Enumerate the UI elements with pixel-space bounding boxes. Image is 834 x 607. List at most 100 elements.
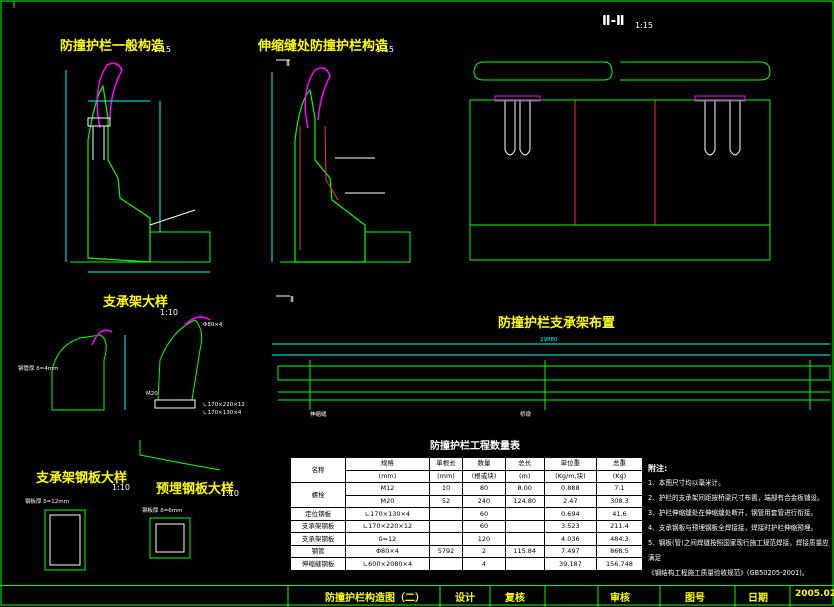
notes-title: 附注:	[648, 464, 668, 473]
section-drawing: Ⅱ-Ⅱ 1:15	[469, 14, 771, 261]
table-cell: 60	[462, 519, 506, 534]
embed-plate-thk: 钢板厚 δ=6mm	[142, 506, 182, 514]
unit-cell: (根或块)	[462, 469, 506, 484]
table-cell	[504, 519, 545, 534]
support-detail-bolt-label: M20	[146, 391, 158, 397]
table-cell: M12	[345, 482, 430, 496]
support-plate-thk: 钢板厚 δ=12mm	[25, 497, 69, 505]
table-cell: 支承架钢板	[289, 532, 347, 546]
expansion-steel-plate	[299, 125, 339, 250]
table-cell: 7.497	[543, 544, 597, 559]
audit-label: 审核	[610, 593, 630, 604]
table-cell: M20	[345, 494, 430, 509]
general-anchor-plate	[87, 117, 111, 127]
table-cell: 0.888	[543, 482, 597, 496]
layout-title: 防撞护栏支承架布置	[498, 315, 615, 331]
support-detail-angle2-label: ∟170×130×4	[203, 410, 242, 416]
table-cell: 868.5	[595, 544, 644, 559]
section-mark-top: Ⅱ	[286, 59, 290, 68]
table-cell: 支承架钢板	[289, 519, 347, 534]
support-detail-base	[154, 399, 196, 409]
general-barrier-body	[87, 84, 151, 263]
table-row: M20 52 240 124.80 2.47 308.3	[291, 494, 644, 509]
expansion-title: 伸缩缝处防撞护栏构造	[257, 38, 389, 54]
support-detail-left-bracket	[51, 334, 107, 411]
embed-plate-drawing: 预埋钢板大样 1:10 钢板厚 δ=6mm	[142, 481, 239, 559]
table-cell: ∟170×220×12	[345, 519, 430, 534]
section-plate-left	[494, 95, 541, 102]
support-detail-ground	[139, 440, 221, 471]
embed-plate-outline	[149, 517, 191, 559]
support-detail-scale: 1:10	[160, 308, 178, 317]
note-item: 5、钢板(管)之间焊缝按照国家现行施工规范焊接，焊接质量应满足	[648, 539, 829, 562]
table-cell: 7.1	[595, 482, 644, 496]
section-slab	[469, 224, 771, 261]
table-row: 定位钢板 ∟170×130×4 60 0.694 41.6	[289, 507, 644, 521]
table-cell: 41.6	[595, 507, 644, 521]
table-cell	[428, 557, 464, 571]
general-scale: 1:15	[153, 45, 171, 54]
table-cell: 115.84	[504, 544, 545, 559]
unit-cell: (Kg)	[595, 469, 644, 484]
table-cell: 4.036	[543, 532, 597, 546]
unit-cell: (mm)	[345, 469, 430, 484]
section-scale: 1:15	[635, 21, 653, 30]
design-label: 设计	[455, 593, 475, 604]
table-cell: Φ80×4	[345, 544, 430, 559]
support-detail-drawing: 支承架大样 1:10 Φ80×4 ∟170×220×12 ∟170×130×4 …	[18, 294, 245, 471]
table-cell: 0.694	[543, 507, 597, 521]
general-construction-drawing: 防撞护栏一般构造 1:15	[60, 38, 211, 273]
drawing-title: 防撞护栏构造图（二）	[325, 593, 425, 604]
support-detail-left-pipe	[91, 329, 113, 346]
unit-cell: (m)	[504, 469, 545, 484]
header-cell: 名称	[289, 456, 347, 484]
support-detail-right-pipe	[184, 316, 211, 326]
expansion-pipe-rail	[304, 67, 331, 129]
table-cell: 伸缩缝钢板	[289, 557, 347, 571]
support-plate-drawing: 支承架钢板大样 1:10 钢板厚 δ=12mm	[25, 470, 130, 571]
table-cell	[428, 532, 464, 546]
table-cell: 124.80	[504, 494, 545, 509]
table-cell: 156.748	[595, 557, 644, 571]
table-cell: 2.47	[543, 494, 597, 509]
general-pipe-rail	[96, 62, 123, 129]
table-cell: 211.4	[595, 519, 644, 534]
header-cell: 单根长	[428, 457, 464, 471]
table-cell: 80	[462, 482, 506, 496]
header-cell: 总长	[504, 457, 545, 471]
table-cell: ∟170×130×4	[345, 507, 430, 521]
general-leader	[149, 209, 196, 226]
table-cell: 60	[462, 507, 506, 521]
table-cell: 2	[462, 544, 506, 559]
table-cell	[428, 519, 464, 534]
section-anchor-left	[504, 100, 531, 156]
section-mark-bottom: Ⅱ	[290, 295, 294, 304]
embed-plate-scale: 1:10	[221, 489, 239, 498]
header-cell: 单位重	[543, 457, 597, 471]
support-detail-right-bracket	[157, 319, 203, 401]
table-row: 伸缩缝钢板 ∟600×2080×4 4 39.187 156.748	[289, 557, 644, 571]
section-middle-block	[574, 99, 656, 226]
section-top-rail	[473, 61, 613, 81]
layout-drawing: 防撞护栏支承架布置 29880 伸缩缝 桥墩	[272, 315, 831, 418]
support-detail-pipe-label: Φ80×4	[203, 322, 223, 328]
layout-pier-label: 桥墩	[520, 410, 532, 418]
table-cell: 3.523	[543, 519, 597, 534]
table-cell: 5792	[428, 544, 464, 559]
notes-block: 附注: 1、本图尺寸均以毫米计。 2、护栏的支承架间距按桥梁尺寸布置，端部有合金…	[648, 461, 833, 581]
table-cell: 螺栓	[289, 482, 347, 509]
layout-rail-band	[277, 365, 831, 381]
table-cell: δ=12	[345, 532, 430, 546]
general-deck	[70, 231, 211, 263]
review-label: 复核	[505, 593, 525, 604]
title-block-lines	[0, 585, 834, 607]
note-item: 4、支承钢板与预埋钢板全焊接接，焊接时护栏伸缩预埋。	[648, 524, 818, 532]
support-plate-title: 支承架钢板大样	[35, 470, 127, 486]
table-cell: 484.3	[595, 532, 644, 546]
table-cell	[504, 507, 545, 521]
support-detail-angle1-label: ∟170×220×12	[203, 402, 245, 408]
date-value: 2005.02	[795, 589, 834, 599]
section-plate-right	[694, 95, 746, 102]
